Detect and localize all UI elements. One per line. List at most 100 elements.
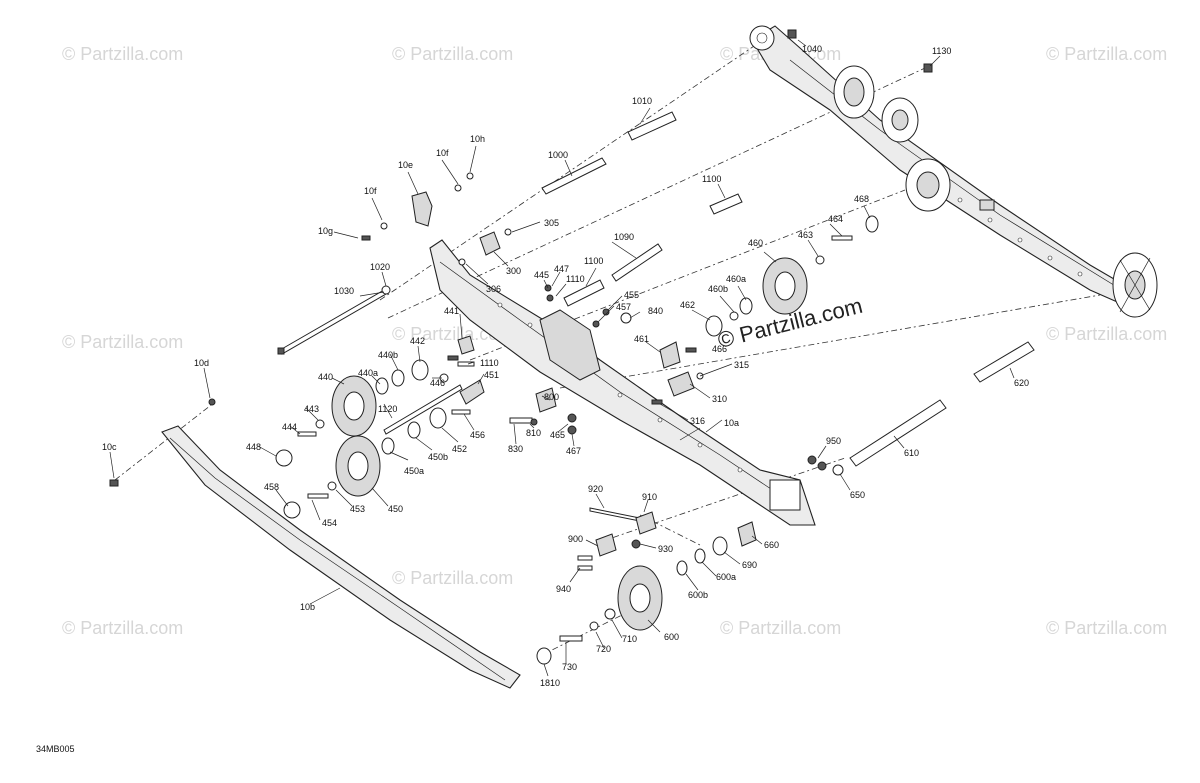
label-940: 940 bbox=[556, 584, 571, 594]
label-650: 650 bbox=[850, 490, 865, 500]
slide-rail-10a bbox=[429, 239, 816, 526]
label-450a: 450a bbox=[404, 466, 424, 476]
shafts bbox=[277, 111, 1035, 522]
label-1090: 1090 bbox=[614, 232, 634, 242]
label-1110: 1110 bbox=[566, 274, 585, 284]
label-10g: 10g bbox=[318, 226, 333, 236]
label-10h: 10h bbox=[470, 134, 485, 144]
label-460a: 460a bbox=[726, 274, 746, 284]
label-1000: 1000 bbox=[548, 150, 568, 160]
label-461: 461 bbox=[634, 334, 649, 344]
label-620: 620 bbox=[1014, 378, 1029, 388]
label-444: 444 bbox=[282, 422, 297, 432]
watermark: © Partzilla.com bbox=[392, 568, 513, 588]
label-467: 467 bbox=[566, 446, 581, 456]
label-910: 910 bbox=[642, 492, 657, 502]
label-730: 730 bbox=[562, 662, 577, 672]
label-600a: 600a bbox=[716, 572, 736, 582]
label-443: 443 bbox=[304, 404, 319, 414]
diagram-code: 34MB005 bbox=[36, 744, 75, 754]
label-315: 315 bbox=[734, 360, 749, 370]
label-1030: 1030 bbox=[334, 286, 354, 296]
label-466: 466 bbox=[712, 344, 727, 354]
label-457: 457 bbox=[616, 302, 631, 312]
label-600b: 600b bbox=[688, 590, 708, 600]
leader-lines bbox=[109, 39, 1015, 677]
label-720: 720 bbox=[596, 644, 611, 654]
label-460b: 460b bbox=[708, 284, 728, 294]
slider-10b bbox=[161, 425, 521, 689]
label-442: 442 bbox=[410, 336, 425, 346]
label-1100: 1100 bbox=[702, 174, 721, 184]
label-448: 448 bbox=[246, 442, 261, 452]
label-468: 468 bbox=[854, 194, 869, 204]
label-840: 840 bbox=[648, 306, 663, 316]
label-930: 930 bbox=[658, 544, 673, 554]
watermark: © Partzilla.com bbox=[62, 618, 183, 638]
label-464: 464 bbox=[828, 214, 843, 224]
label-1010: 1010 bbox=[632, 96, 652, 106]
label-1040: 1040 bbox=[802, 44, 822, 54]
rear-arm-assembly bbox=[749, 25, 1158, 318]
label-458: 458 bbox=[264, 482, 279, 492]
label-453: 453 bbox=[350, 504, 365, 514]
label-810: 810 bbox=[526, 428, 541, 438]
watermark: © Partzilla.com bbox=[62, 44, 183, 64]
label-900: 900 bbox=[568, 534, 583, 544]
label-950: 950 bbox=[826, 436, 841, 446]
label-660: 660 bbox=[764, 540, 779, 550]
label-10e: 10e bbox=[398, 160, 413, 170]
label-300: 300 bbox=[506, 266, 521, 276]
label-465: 465 bbox=[550, 430, 565, 440]
label-610: 610 bbox=[904, 448, 919, 458]
watermark: © Partzilla.com bbox=[62, 332, 183, 352]
label-456: 456 bbox=[470, 430, 485, 440]
label-450: 450 bbox=[388, 504, 403, 514]
assembly-centerlines bbox=[114, 41, 1101, 657]
label-305: 305 bbox=[544, 218, 559, 228]
label-710: 710 bbox=[622, 634, 637, 644]
label-10d: 10d bbox=[194, 358, 209, 368]
label-1130: 1130 bbox=[932, 46, 951, 56]
watermark: © Partzilla.com bbox=[1046, 44, 1167, 64]
watermark: © Partzilla.com bbox=[1046, 324, 1167, 344]
label-445: 445 bbox=[534, 270, 549, 280]
label-451: 451 bbox=[484, 370, 499, 380]
label-690: 690 bbox=[742, 560, 757, 570]
label-446: 446 bbox=[430, 378, 445, 388]
label-447: 447 bbox=[554, 264, 569, 274]
label-10f: 10f bbox=[364, 186, 377, 196]
label-440b: 440b bbox=[378, 350, 398, 360]
label-460: 460 bbox=[748, 238, 763, 248]
label-306: 306 bbox=[486, 284, 501, 294]
label-1100: 1100 bbox=[584, 256, 603, 266]
watermark: © Partzilla.com bbox=[1046, 618, 1167, 638]
label-600: 600 bbox=[664, 632, 679, 642]
label-10c: 10c bbox=[102, 442, 117, 452]
label-10b: 10b bbox=[300, 602, 315, 612]
label-920: 920 bbox=[588, 484, 603, 494]
label-440a: 440a bbox=[358, 368, 378, 378]
watermark: © Partzilla.com bbox=[720, 618, 841, 638]
label-10f: 10f bbox=[436, 148, 449, 158]
label-1120: 1120 bbox=[378, 404, 397, 414]
label-455: 455 bbox=[624, 290, 639, 300]
part-labels: 1040 1130 1010 1000 1100 10h 10f 10e 10f… bbox=[102, 44, 1029, 688]
label-440: 440 bbox=[318, 372, 333, 382]
watermark-layer: © Partzilla.com © Partzilla.com © Partzi… bbox=[62, 44, 1167, 638]
label-441: 441 bbox=[444, 306, 459, 316]
label-462: 462 bbox=[680, 300, 695, 310]
label-310: 310 bbox=[712, 394, 727, 404]
label-10a: 10a bbox=[724, 418, 739, 428]
label-1110: 1110 bbox=[480, 358, 499, 368]
label-1020: 1020 bbox=[370, 262, 390, 272]
label-463: 463 bbox=[798, 230, 813, 240]
label-450b: 450b bbox=[428, 452, 448, 462]
label-454: 454 bbox=[322, 518, 337, 528]
watermark: © Partzilla.com bbox=[392, 44, 513, 64]
label-316: 316 bbox=[690, 416, 705, 426]
label-830: 830 bbox=[508, 444, 523, 454]
label-800: 800 bbox=[544, 392, 559, 402]
